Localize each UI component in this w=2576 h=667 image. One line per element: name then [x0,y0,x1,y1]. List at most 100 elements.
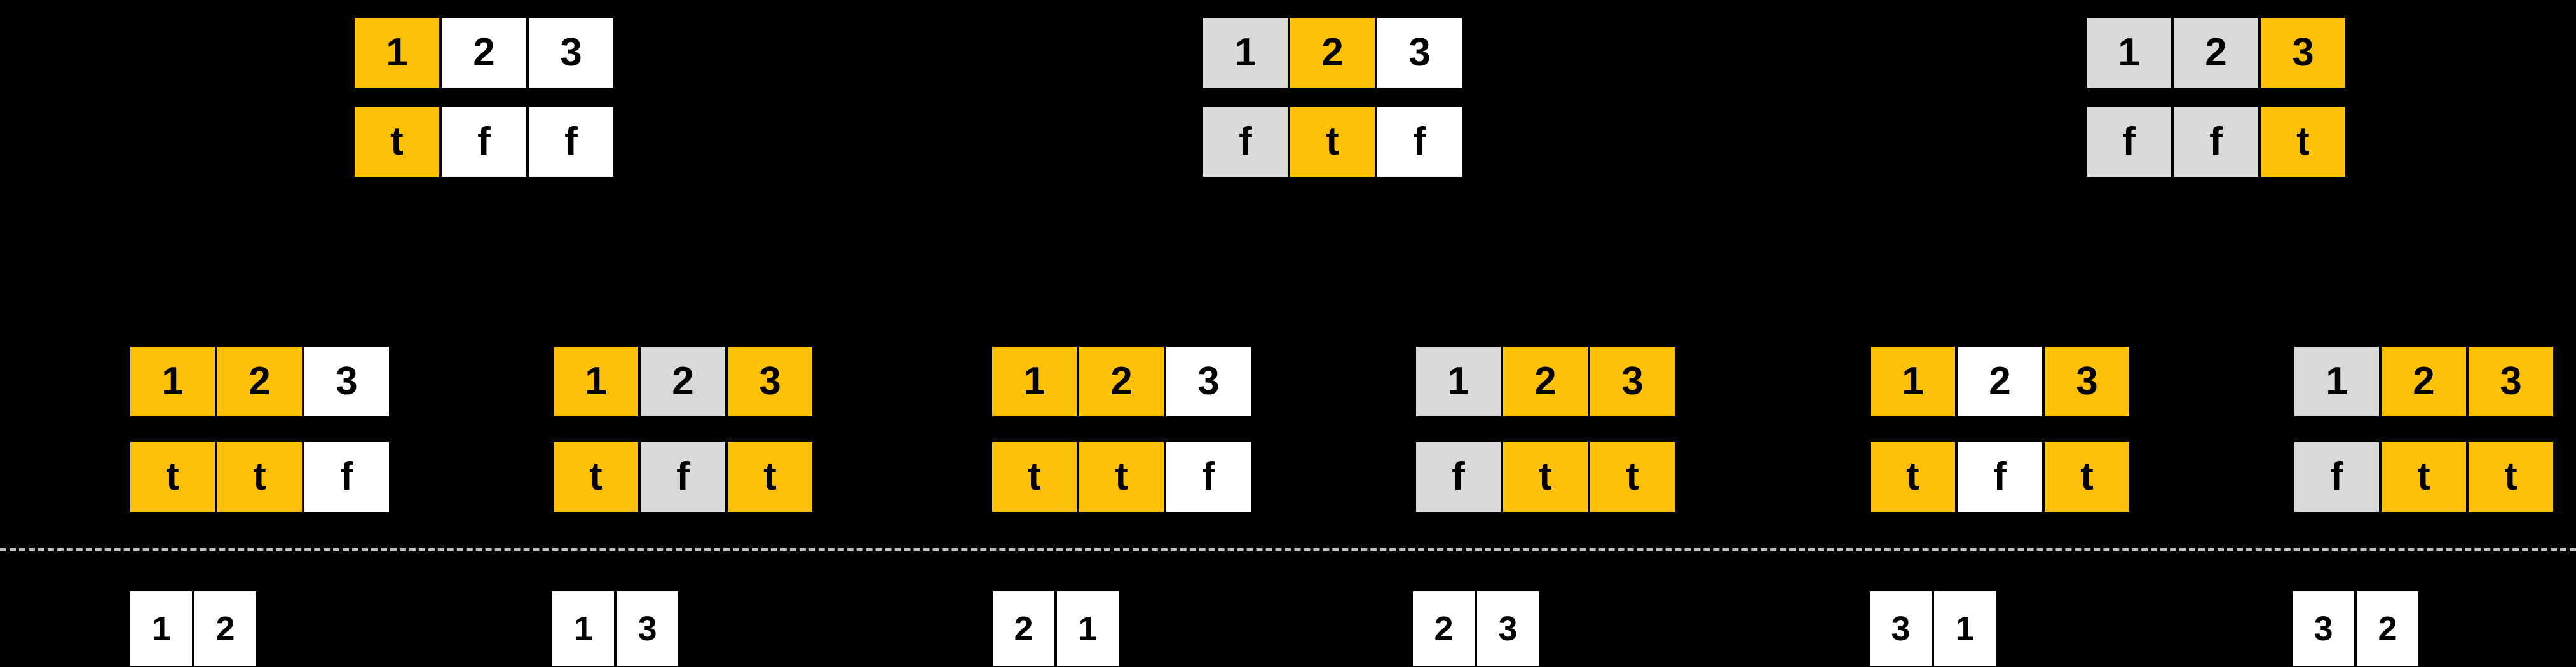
tile-index_row-1[interactable]: 1 [554,347,638,416]
tile-index_row-1[interactable]: 1 [2294,347,2379,416]
dashed-divider [0,548,2576,551]
tile-value_row-2[interactable]: f [2174,107,2258,177]
tile-index_row-1[interactable]: 1 [1416,347,1501,416]
tile-value_row-1[interactable]: t [992,442,1077,512]
tile-value_row-3[interactable]: t [1590,442,1675,512]
tile-index_row-1[interactable]: 1 [1203,18,1288,88]
tile-value_row-3[interactable]: f [1166,442,1251,512]
pair-tile-1[interactable]: 1 [130,591,192,666]
tile-value_row-2[interactable]: t [2382,442,2466,512]
pair-tile-1[interactable]: 2 [1413,591,1475,666]
tile-index_row-1[interactable]: 1 [130,347,215,416]
pair-tile-1[interactable]: 3 [1870,591,1932,666]
tile-index_row-3[interactable]: 3 [2469,347,2553,416]
tile-value_row-2[interactable]: f [1958,442,2042,512]
tile-value_row-1[interactable]: t [554,442,638,512]
tile-index_row-1[interactable]: 1 [2087,18,2171,88]
tile-index_row-3[interactable]: 3 [728,347,812,416]
tile-index_row-2[interactable]: 2 [2174,18,2258,88]
tile-index_row-2[interactable]: 2 [442,18,526,88]
tile-value_row-2[interactable]: t [1079,442,1164,512]
tile-value_row-3[interactable]: f [304,442,389,512]
pair-tile-1[interactable]: 2 [993,591,1054,666]
tile-value_row-3[interactable]: t [2045,442,2129,512]
tile-value_row-2[interactable]: t [1503,442,1588,512]
tile-index_row-3[interactable]: 3 [1590,347,1675,416]
tile-index_row-2[interactable]: 2 [1503,347,1588,416]
pair-tile-1[interactable]: 1 [552,591,614,666]
tile-value_row-2[interactable]: t [217,442,302,512]
tile-index_row-3[interactable]: 3 [2045,347,2129,416]
tile-value_row-3[interactable]: t [2469,442,2553,512]
tile-value_row-1[interactable]: f [1203,107,1288,177]
tile-value_row-1[interactable]: f [2087,107,2171,177]
tile-value_row-2[interactable]: f [641,442,725,512]
tile-index_row-3[interactable]: 3 [1377,18,1462,88]
tile-index_row-2[interactable]: 2 [217,347,302,416]
tile-value_row-3[interactable]: t [728,442,812,512]
tile-value_row-2[interactable]: f [442,107,526,177]
tile-index_row-3[interactable]: 3 [2261,18,2345,88]
tile-value_row-3[interactable]: t [2261,107,2345,177]
tile-index_row-2[interactable]: 2 [1079,347,1164,416]
pair-tile-2[interactable]: 2 [2357,591,2418,666]
pair-tile-1[interactable]: 3 [2293,591,2354,666]
pair-tile-2[interactable]: 3 [1477,591,1539,666]
pair-tile-2[interactable]: 2 [194,591,256,666]
tile-index_row-2[interactable]: 2 [641,347,725,416]
tile-value_row-1[interactable]: f [2294,442,2379,512]
tile-index_row-2[interactable]: 2 [1290,18,1375,88]
tile-value_row-3[interactable]: f [529,107,613,177]
tile-index_row-3[interactable]: 3 [1166,347,1251,416]
tile-value_row-1[interactable]: t [355,107,439,177]
tile-value_row-1[interactable]: t [1871,442,1955,512]
tile-index_row-3[interactable]: 3 [529,18,613,88]
tile-index_row-1[interactable]: 1 [992,347,1077,416]
pair-tile-2[interactable]: 3 [617,591,678,666]
tile-index_row-3[interactable]: 3 [304,347,389,416]
tile-value_row-1[interactable]: t [130,442,215,512]
pair-tile-2[interactable]: 1 [1057,591,1119,666]
tile-value_row-3[interactable]: f [1377,107,1462,177]
tile-index_row-2[interactable]: 2 [1958,347,2042,416]
tile-index_row-2[interactable]: 2 [2382,347,2466,416]
tile-index_row-1[interactable]: 1 [355,18,439,88]
tile-value_row-2[interactable]: t [1290,107,1375,177]
pair-tile-2[interactable]: 1 [1934,591,1996,666]
tile-value_row-1[interactable]: f [1416,442,1501,512]
tile-index_row-1[interactable]: 1 [1871,347,1955,416]
